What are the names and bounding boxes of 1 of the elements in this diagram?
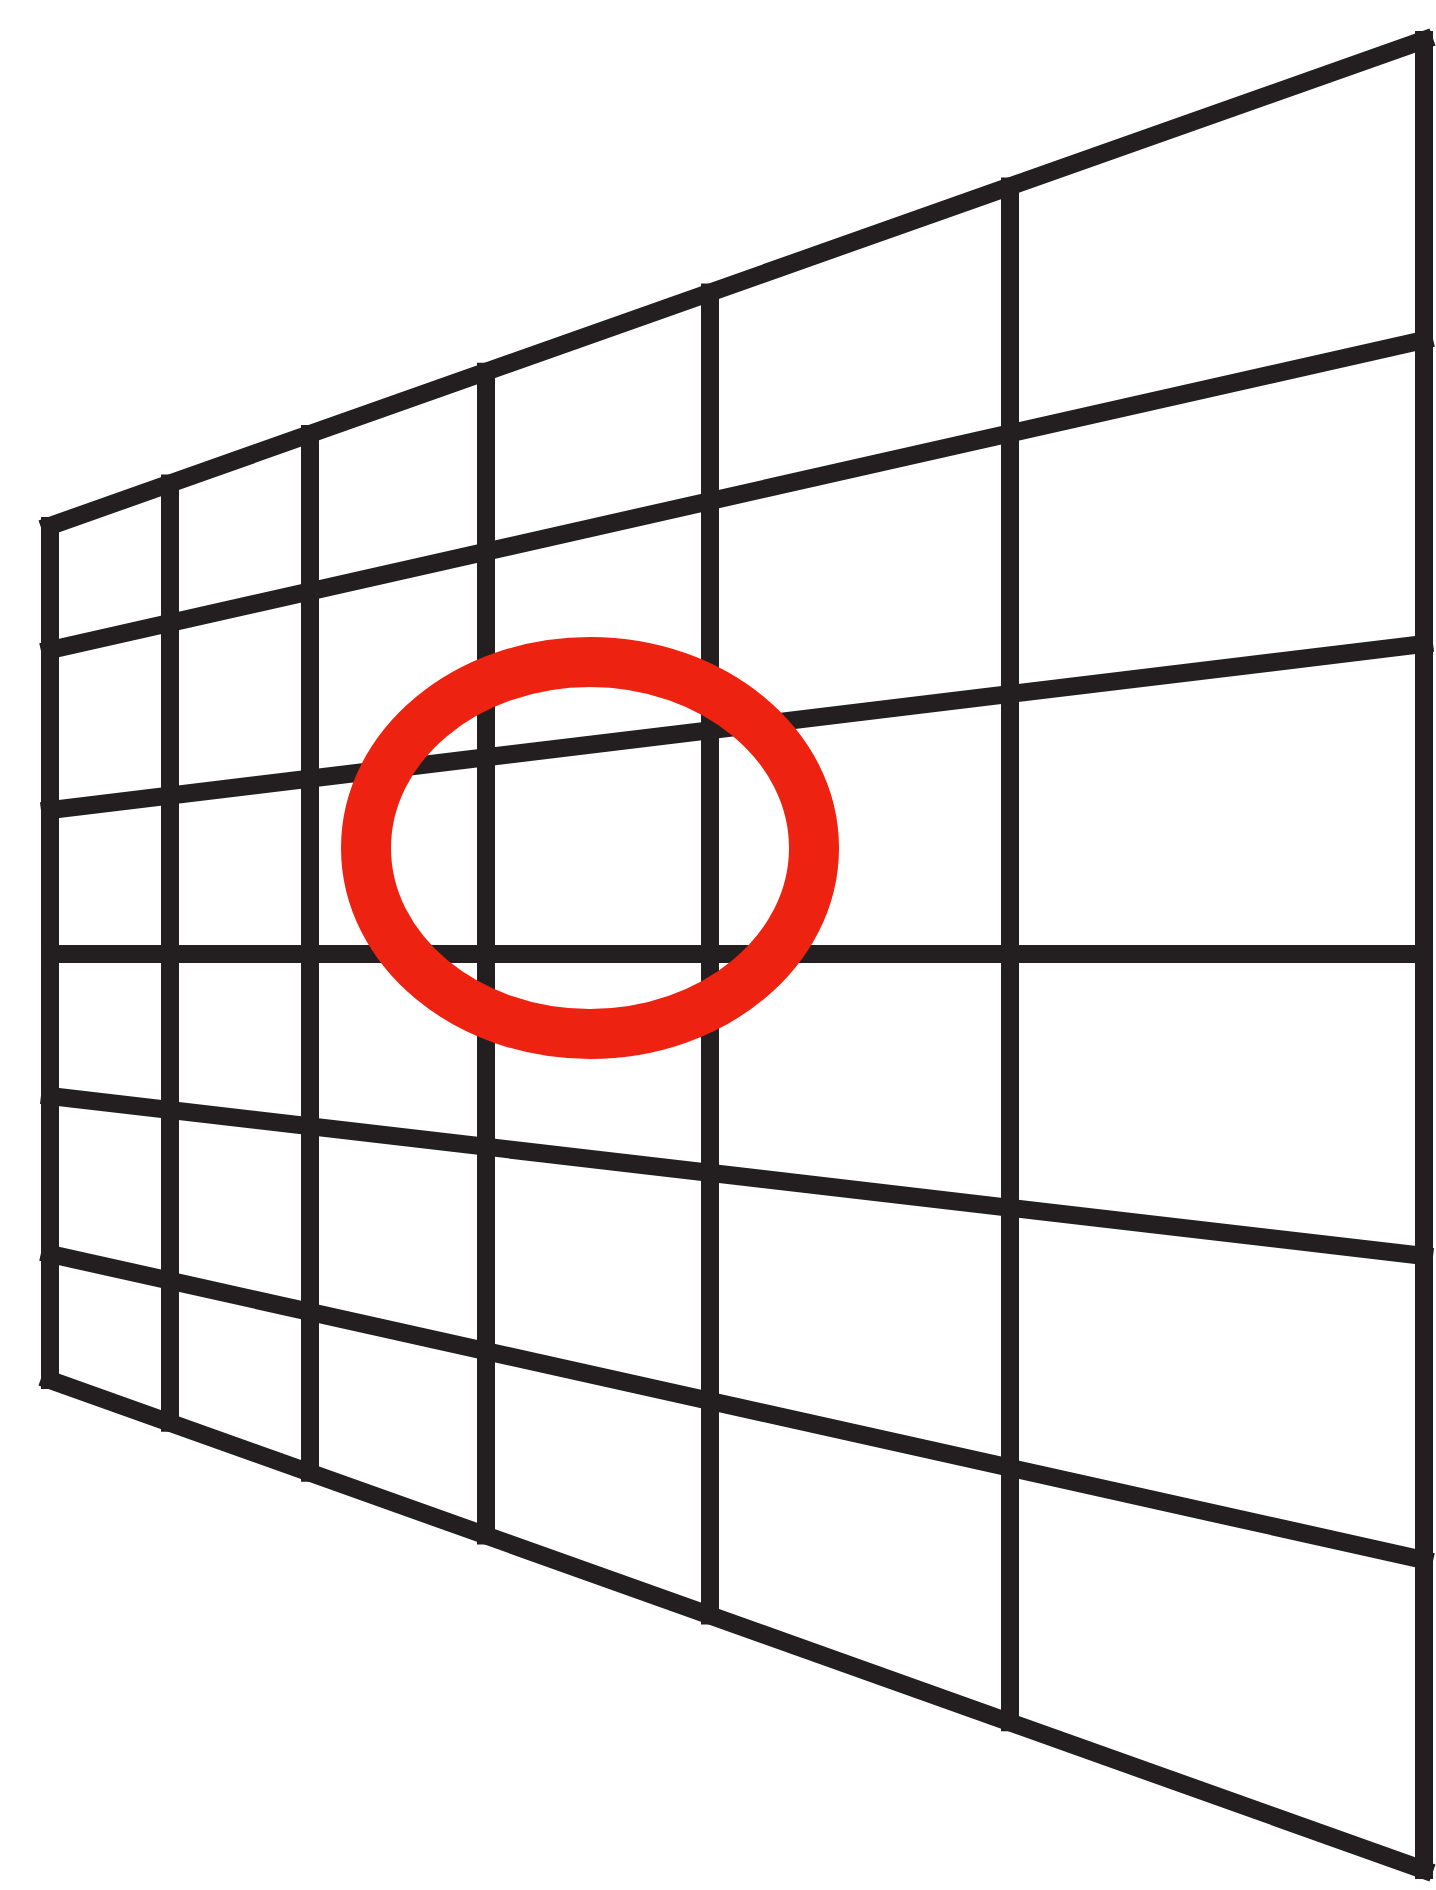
ellipse-marker	[341, 637, 839, 1059]
